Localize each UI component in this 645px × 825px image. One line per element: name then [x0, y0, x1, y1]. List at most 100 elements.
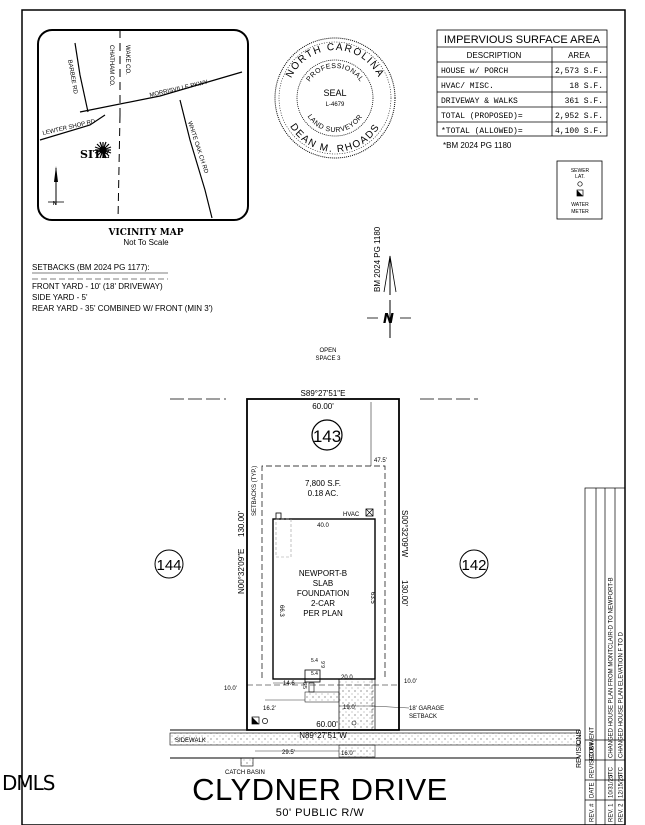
impervious-surface-table	[436, 29, 608, 137]
surveyor-seal: NORTH CAROLINA DEAN M. RHOADS PROFESSION…	[274, 37, 396, 159]
svg-text:LAND SURVEYOR: LAND SURVEYOR	[306, 113, 365, 134]
svg-text:18' GARAGE: 18' GARAGE	[409, 706, 444, 712]
property-corner-icon	[351, 720, 357, 726]
road-lewter: LEWTER SHOP RD	[42, 119, 97, 137]
svg-text:5.4: 5.4	[311, 671, 318, 677]
lot-number: 143	[313, 427, 341, 446]
sewer-cleanout-icon	[577, 181, 583, 187]
impervious-row-area: 2,952 S.F.	[555, 112, 603, 121]
svg-text:19.0': 19.0'	[343, 705, 356, 711]
vicinity-map: WAKE CO. CHATHAM CO. BARBEE RD MORRISVIL…	[37, 29, 249, 247]
svg-text:10.0': 10.0'	[224, 686, 237, 692]
revisions-header: REVISED BY	[590, 742, 596, 778]
house-bump	[275, 512, 282, 520]
revisions-cell: CHANGED HOUSE PLAN FROM MONTCLAIR-D TO N…	[609, 577, 615, 758]
seal-number: L-4679	[326, 102, 345, 108]
driveway	[338, 678, 376, 731]
svg-text:REAR YARD - 35' COMBINED W/ FR: REAR YARD - 35' COMBINED W/ FRONT (MIN 3…	[32, 304, 213, 313]
hvac-unit-icon	[365, 508, 374, 517]
impervious-row-area: 4,100 S.F.	[555, 127, 603, 136]
svg-text:N: N	[53, 201, 57, 207]
site-label: SITE	[80, 148, 110, 161]
svg-text:DEAN M. RHOADS: DEAN M. RHOADS	[287, 122, 382, 155]
setbacks-typ: SETBACKS (TYP.)	[252, 466, 258, 516]
revisions-cell: REV. 2	[619, 803, 625, 822]
svg-text:LAT.: LAT.	[575, 174, 585, 180]
vicinity-map-title: VICINITY MAP	[108, 228, 184, 238]
seal-center: SEAL	[323, 88, 346, 98]
impervious-row-desc: TOTAL (PROPOSED)=	[441, 112, 523, 121]
impervious-header-desc: DESCRIPTION	[467, 51, 522, 60]
svg-text:16.2': 16.2'	[263, 706, 276, 712]
svg-text:14.6: 14.6	[283, 681, 295, 687]
house-plan: NEWPORT-B	[299, 569, 347, 578]
svg-text:SETBACKS (BM 2024 PG 1177):: SETBACKS (BM 2024 PG 1177):	[32, 263, 150, 272]
impervious-row-area: 18 S.F.	[569, 82, 603, 91]
rear-distance: 60.00'	[312, 402, 334, 411]
adjacent-lot-142-circle	[459, 549, 489, 579]
svg-text:METER: METER	[571, 209, 589, 215]
adjacent-lot-144: 144	[156, 557, 181, 574]
road-barbee: BARBEE RD	[66, 59, 78, 95]
svg-text:29.5': 29.5'	[282, 750, 295, 756]
seal-inner-bottom: LAND SURVEYOR	[306, 113, 364, 134]
bay-window	[275, 518, 292, 558]
street-name: CLYDNER DRIVE	[192, 772, 448, 807]
front-walk	[304, 691, 340, 703]
revisions-header: COMMENT	[590, 727, 596, 758]
svg-text:SEWER: SEWER	[571, 168, 590, 174]
setback-line	[261, 465, 386, 678]
house-foundation-1: SLAB	[313, 579, 333, 588]
impervious-title: IMPERVIOUS SURFACE AREA	[444, 34, 601, 46]
sidewalk-label: SIDEWALK	[175, 738, 206, 744]
svg-text:SETBACK: SETBACK	[409, 714, 437, 720]
adjacent-lot-142: 142	[461, 557, 486, 574]
svg-text:16.0': 16.0'	[341, 751, 354, 757]
north-arrow-icon: N	[367, 255, 411, 338]
lot-area-sf: 7,800 S.F.	[305, 479, 341, 488]
lot-area-ac: 0.18 AC.	[308, 489, 339, 498]
seal-ring-bottom: DEAN M. RHOADS	[287, 122, 381, 155]
sewer-cleanout-icon-lot	[262, 718, 268, 724]
road-chatham: CHATHAM CO.	[108, 45, 114, 87]
left-distance: 130.00'	[237, 511, 246, 537]
house-per-plan: PER PLAN	[303, 609, 343, 618]
road-wake: WAKE CO.	[124, 45, 130, 75]
seal-ring-top: NORTH CAROLINA	[284, 42, 385, 80]
utility-legend: SEWER LAT. WATER METER	[556, 160, 603, 220]
svg-text:5.4: 5.4	[311, 658, 318, 664]
impervious-row-desc: DRIVEWAY & WALKS	[441, 97, 518, 106]
catch-basin-label: CATCH BASIN	[225, 770, 265, 776]
vicinity-north-arrow-icon: N	[48, 166, 64, 207]
sheet-border	[21, 9, 626, 825]
impervious-header-area: AREA	[568, 51, 590, 60]
lot-boundary	[246, 398, 400, 731]
impervious-row-area: 361 S.F.	[565, 97, 603, 106]
sidewalk	[169, 732, 581, 746]
house-garage: 2-CAR	[311, 599, 335, 608]
revisions-cell: CHANGED HOUSE PLAN ELEVATION F TO D	[619, 631, 625, 758]
svg-text:NORTH CAROLINA: NORTH CAROLINA	[284, 42, 386, 80]
svg-text:SIDE YARD - 5': SIDE YARD - 5'	[32, 293, 88, 302]
impervious-footnote: *BM 2024 PG 1180	[443, 141, 512, 150]
impervious-row-area: 2,573 S.F.	[555, 67, 603, 76]
house-depth-left: 66.3	[278, 605, 284, 617]
water-meter-icon	[576, 189, 584, 197]
catch-basin-icon	[240, 757, 254, 767]
road-morrisville: MORRISVILLE PKWY	[149, 80, 209, 99]
setbacks-note: SETBACKS (BM 2024 PG 1177): FRONT YARD -…	[32, 263, 213, 313]
front-distance: 60.00'	[316, 720, 338, 729]
revisions-table	[584, 487, 626, 825]
rear-dim: 47.5'	[374, 458, 387, 464]
right-bearing: S00°32'09"W	[400, 510, 409, 558]
front-porch	[304, 669, 321, 683]
site-marker-icon	[94, 141, 112, 159]
lot-number-circle	[311, 419, 343, 451]
revisions-cell: REV. 1	[609, 803, 615, 822]
house-foundation-2: FOUNDATION	[297, 589, 350, 598]
revisions-cell: 10/31/25	[609, 774, 615, 798]
hvac-label: HVAC	[343, 512, 360, 518]
svg-text:20.0: 20.0	[341, 675, 353, 681]
impervious-row-desc: *TOTAL (ALLOWED)=	[441, 127, 523, 136]
